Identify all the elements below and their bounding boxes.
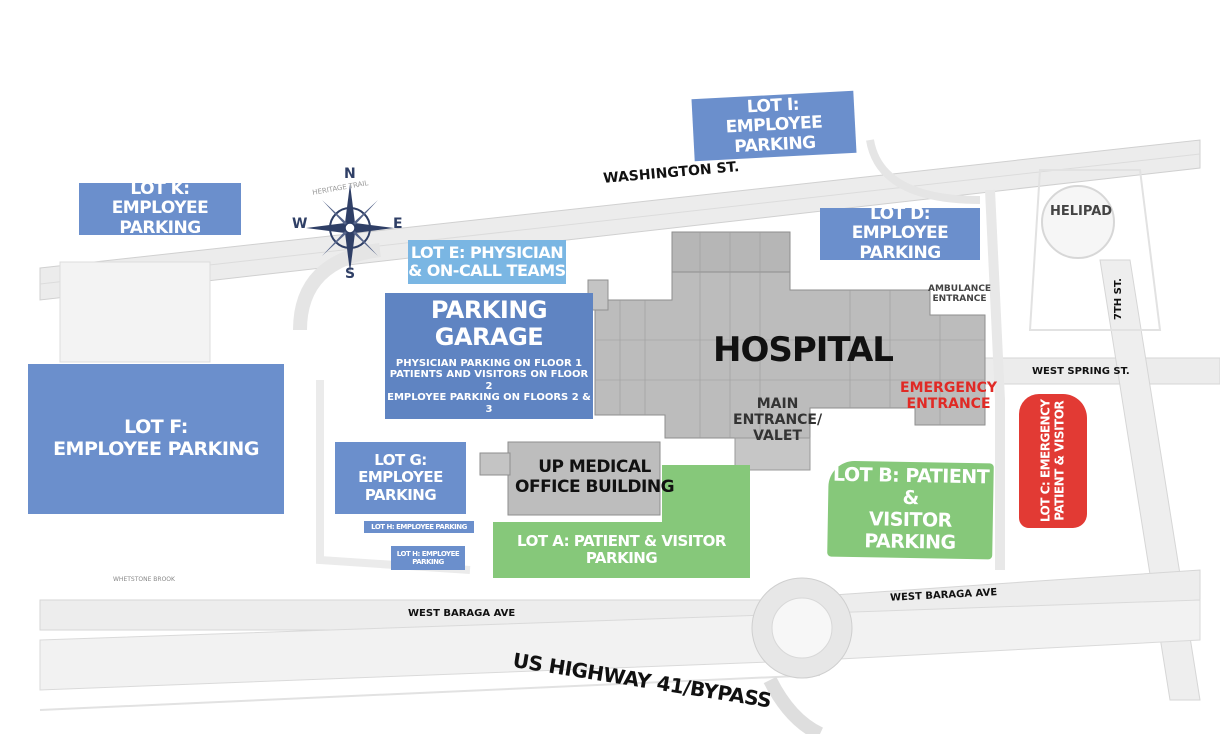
lot-g-line2: EMPLOYEE PARKING [358,468,443,504]
emergency-entrance-line1: EMERGENCY [900,380,998,396]
main-entrance-label: MAIN ENTRANCE/ VALET [733,396,822,444]
main-entrance-line2: ENTRANCE/ [733,412,823,429]
medical-office-line1: UP MEDICAL [538,457,651,477]
hospital-tower [671,231,791,273]
lot-c[interactable]: LOT C: EMERGENCY PATIENT & VISITOR [1019,394,1087,528]
lot-h-upper[interactable]: LOT H: EMPLOYEE PARKING [364,521,474,533]
medical-office-line2: OFFICE BUILDING [515,476,675,497]
lot-d-line2: EMPLOYEE PARKING [851,223,949,263]
compass-w: W [292,216,308,232]
lot-b-line2: VISITOR PARKING [864,508,956,554]
lot-i-line2: EMPLOYEE PARKING [725,112,823,157]
lot-e-line1: LOT E: PHYSICIAN [410,242,564,262]
ambulance-entrance-label: AMBULANCE ENTRANCE [928,284,991,305]
ambulance-entrance-line1: AMBULANCE [928,284,992,294]
main-entrance-line3: VALET [753,428,802,445]
lot-b[interactable]: LOT B: PATIENT & VISITOR PARKING [827,460,994,560]
bottom-curve-road [763,676,824,734]
lot-k-line1: LOT K: [130,178,190,199]
medical-office-annex [479,452,511,476]
us-highway-41 [39,599,1201,691]
medical-office-building [507,441,661,516]
lot-g[interactable]: LOT G: EMPLOYEE PARKING [335,442,466,514]
parking-garage[interactable]: PARKING GARAGE PHYSICIAN PARKING ON FLOO… [385,293,593,419]
highway-lane [39,674,821,711]
lot-b-line1: LOT B: PATIENT & [832,463,990,510]
lot-d[interactable]: LOT D: EMPLOYEE PARKING [820,203,980,263]
lot-i[interactable]: LOT I: EMPLOYEE PARKING [691,90,857,162]
lot-e-line2: & ON-CALL TEAMS [408,261,566,280]
helipad-pad [1028,169,1162,331]
emergency-entrance-line2: ENTRANCE [906,396,991,413]
lot-h-upper-label: LOT H: EMPLOYEE PARKING [371,522,467,531]
garage-note-2: PATIENTS AND VISITORS ON FLOOR 2 [389,369,589,392]
west-baraga-left-label: WEST BARAGA AVE [408,608,516,619]
access-road-left [293,243,381,331]
lot-c-text: LOT C: EMERGENCY PATIENT & VISITOR [1038,399,1067,523]
garage-title-line2: GARAGE [434,323,544,352]
lot-c-line1: LOT C: EMERGENCY [1038,399,1053,523]
lot-f-line2: EMPLOYEE PARKING [53,438,259,460]
lot-g-line1: LOT G: [374,451,427,470]
lot-h-lower-line1: LOT H: EMPLOYEE [396,549,460,558]
garage-note-3: EMPLOYEE PARKING ON FLOORS 2 & 3 [387,392,591,415]
washington-street-edge [39,153,1201,285]
garage-note-1: PHYSICIAN PARKING ON FLOOR 1 [395,357,583,369]
parking-area-left [59,261,211,363]
main-entrance-canopy [734,437,811,471]
hospital-label: HOSPITAL [713,330,894,370]
west-spring-street-label: WEST SPRING ST. [1032,366,1130,377]
lot-f-line1: LOT F: [124,416,188,439]
roundabout-center [771,597,833,659]
seventh-street-label: 7TH ST. [1113,278,1124,320]
compass-s: S [345,266,356,282]
west-spring-street [984,357,1220,385]
lot-h-lower[interactable]: LOT H: EMPLOYEE PARKING [391,546,465,570]
garage-title-line1: PARKING [430,295,548,324]
emergency-entrance-label: EMERGENCY ENTRANCE [900,380,997,412]
lot-a-extension [662,465,750,523]
lot-k-line2: EMPLOYEE PARKING [111,198,209,238]
lot-c-line2: PATIENT & VISITOR [1052,401,1067,521]
access-road-right [985,189,1005,570]
main-entrance-line1: MAIN [756,396,799,412]
lot-d-line1: LOT D: [869,203,931,224]
compass-n: N [344,166,356,182]
lot-a-label: LOT A: PATIENT & VISITOR PARKING [517,531,726,567]
medical-office-label: UP MEDICAL OFFICE BUILDING [515,457,675,497]
whetstone-brook-label: WHETSTONE BROOK [113,576,175,583]
ambulance-entrance-line2: ENTRANCE [932,294,987,305]
compass-e: E [393,216,403,232]
lot-e[interactable]: LOT E: PHYSICIAN & ON-CALL TEAMS [408,240,566,284]
access-road-upper [866,139,981,204]
compass-rose-icon [306,184,394,272]
helipad-label: HELIPAD [1050,204,1113,219]
lot-a[interactable]: LOT A: PATIENT & VISITOR PARKING [493,522,750,578]
helipad-circle [1041,185,1115,259]
hospital-interior-lines [595,232,985,438]
lot-f[interactable]: LOT F: EMPLOYEE PARKING [28,364,284,514]
lot-h-lower-line2: PARKING [412,558,444,566]
lot-k[interactable]: LOT K: EMPLOYEE PARKING [79,178,241,238]
